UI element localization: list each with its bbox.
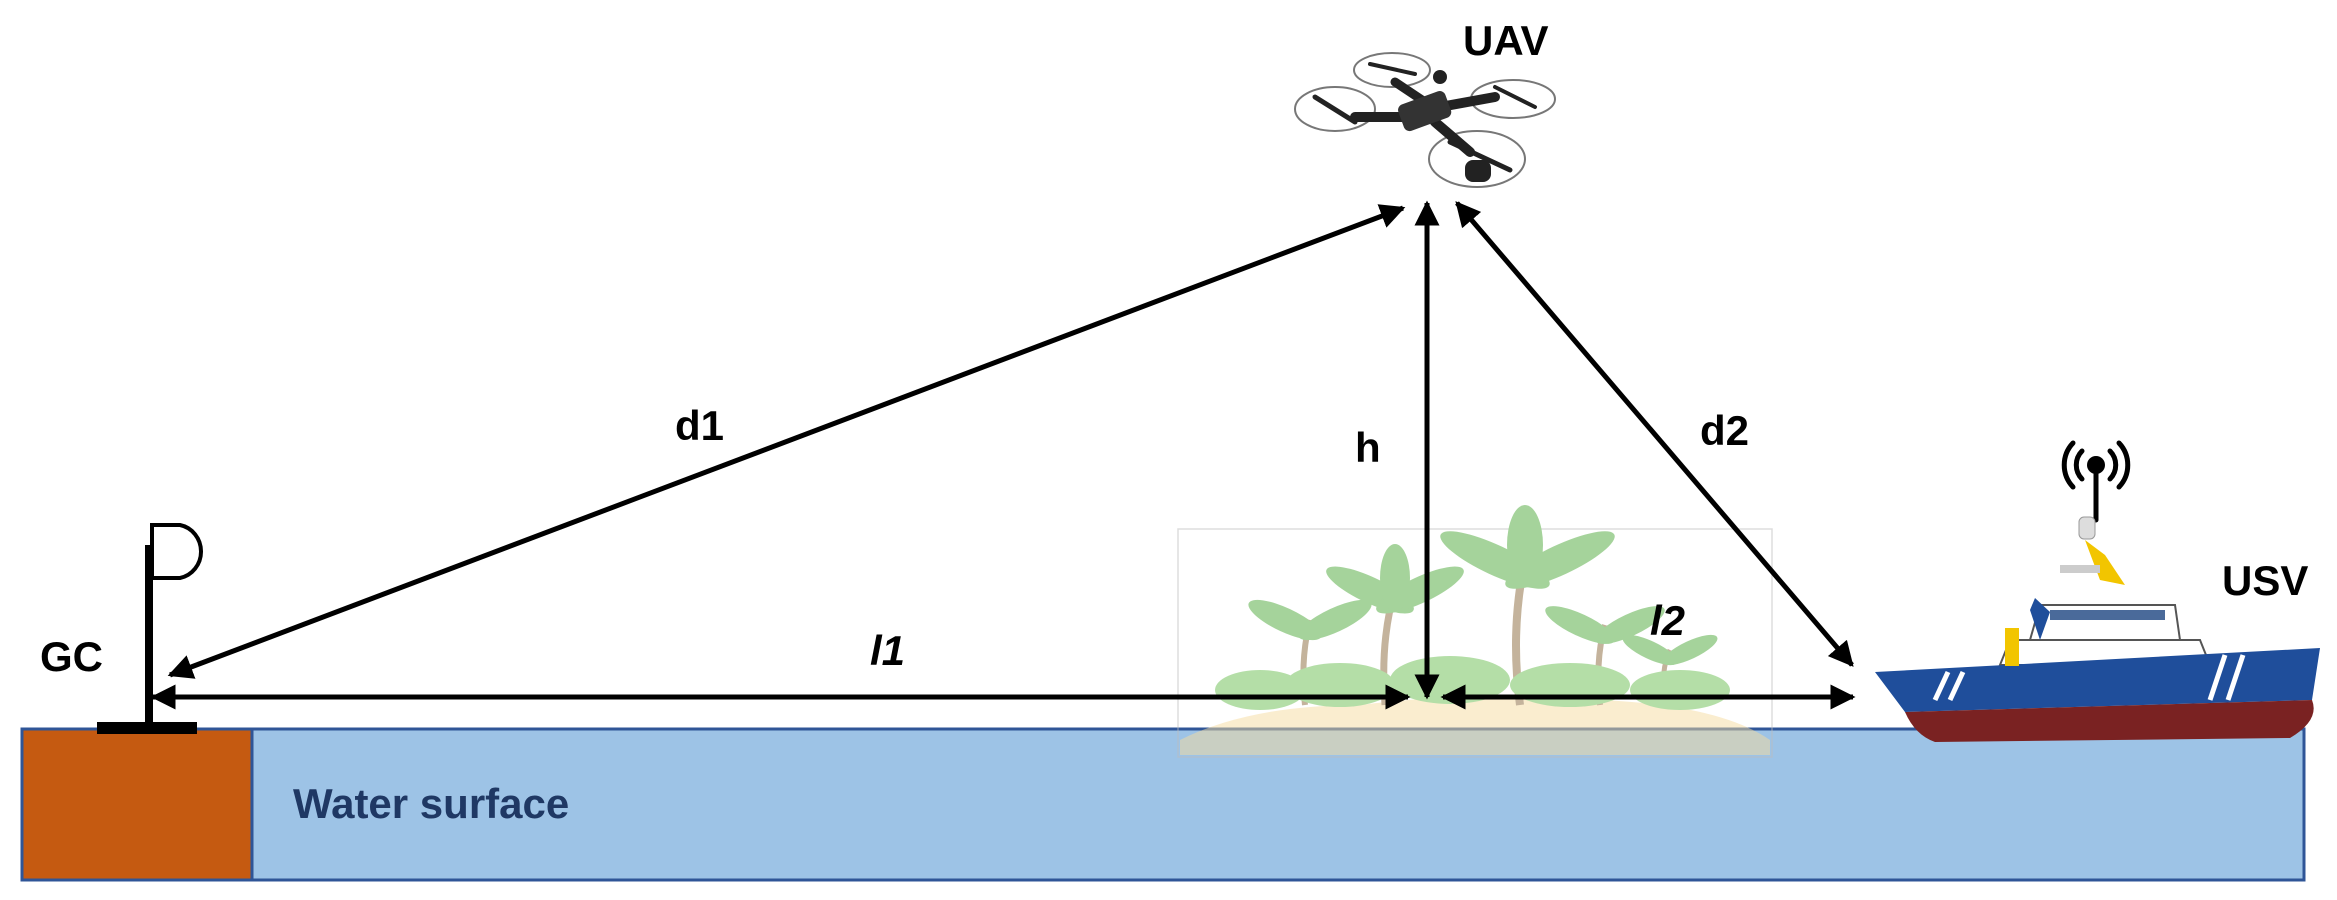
label-usv: USV [2222, 557, 2308, 604]
label-gc: GC [40, 633, 103, 680]
ground-block [20, 727, 254, 882]
label-d1: d1 [675, 402, 724, 449]
uav-drone-icon [1294, 52, 1556, 188]
water-surface-label: Water surface [293, 780, 569, 827]
wireless-antenna-icon [2061, 440, 2131, 523]
label-h: h [1355, 424, 1381, 471]
label-l2: l2 [1650, 597, 1685, 644]
water-surface [20, 727, 2306, 882]
label-l1: l1 [870, 627, 905, 674]
arrow-d1 [167, 204, 1406, 679]
gc-antenna-icon [97, 523, 204, 734]
usv-ship-icon [1875, 440, 2320, 742]
arrow-d2 [1455, 201, 1854, 667]
distance-arrows [150, 200, 1856, 710]
label-uav: UAV [1463, 17, 1549, 64]
label-d2: d2 [1700, 407, 1749, 454]
